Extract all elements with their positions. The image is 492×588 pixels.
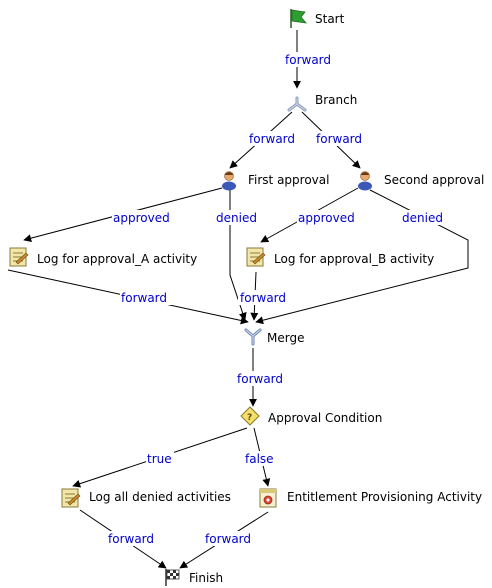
flag-icon: [290, 9, 307, 28]
edge-branch-second-approval[interactable]: forward: [301, 111, 365, 169]
edge-label: forward: [285, 53, 331, 67]
node-entitlement-provisioning[interactable]: Entitlement Provisioning Activity: [259, 488, 482, 508]
edge-branch-first-approval[interactable]: forward: [229, 111, 296, 169]
provisioning-icon: [259, 488, 277, 508]
edge-first-approval-approved[interactable]: approved: [23, 187, 223, 243]
edge-label: forward: [316, 132, 362, 146]
edge-label: denied: [402, 211, 443, 225]
edge-start-branch[interactable]: forward: [284, 30, 332, 89]
node-branch[interactable]: Branch: [287, 93, 357, 112]
node-label: Entitlement Provisioning Activity: [287, 490, 482, 504]
node-label: Second approval: [384, 173, 484, 187]
log-activity-icon: [9, 247, 29, 267]
edge-second-approval-denied[interactable]: denied: [255, 189, 469, 325]
branch-icon: [287, 96, 307, 112]
node-first-approval[interactable]: First approval: [222, 171, 329, 191]
node-label: First approval: [248, 173, 329, 187]
edge-label: forward: [240, 291, 286, 305]
edge-label: forward: [205, 532, 251, 546]
edge-label: approved: [113, 211, 170, 225]
user-icon: [358, 171, 372, 191]
edge-label: false: [245, 452, 274, 466]
condition-diamond-icon: ?: [240, 406, 260, 426]
edge-label: forward: [121, 291, 167, 305]
log-activity-icon: [61, 488, 81, 508]
node-log-denied[interactable]: Log all denied activities: [61, 488, 231, 508]
node-approval-condition[interactable]: ? Approval Condition: [240, 406, 382, 426]
node-log-approval-b[interactable]: Log for approval_B activity: [246, 247, 434, 267]
user-icon: [222, 171, 236, 191]
edge-label: true: [147, 452, 172, 466]
edge-entitlement-finish[interactable]: forward: [179, 511, 269, 569]
edge-label: forward: [108, 532, 154, 546]
edge-log-a-merge[interactable]: forward: [7, 269, 249, 325]
checkered-flag-icon: [165, 569, 180, 586]
node-label: Merge: [267, 331, 304, 345]
node-log-approval-a[interactable]: Log for approval_A activity: [9, 247, 197, 267]
node-merge[interactable]: Merge: [244, 328, 304, 346]
edge-label: forward: [237, 372, 283, 386]
node-label: Finish: [189, 571, 223, 585]
node-start[interactable]: Start: [290, 9, 345, 28]
edge-log-b-merge[interactable]: forward: [238, 271, 290, 321]
node-finish[interactable]: Finish: [165, 569, 223, 586]
node-second-approval[interactable]: Second approval: [358, 171, 484, 191]
edge-label: forward: [249, 132, 295, 146]
log-activity-icon: [246, 247, 266, 267]
svg-text:?: ?: [247, 413, 252, 423]
node-label: Log for approval_B activity: [274, 252, 434, 266]
node-label: Log for approval_A activity: [37, 252, 197, 266]
edge-label: approved: [298, 211, 355, 225]
node-label: Branch: [315, 93, 357, 107]
edge-merge-condition[interactable]: forward: [236, 348, 288, 407]
node-label: Log all denied activities: [89, 490, 231, 504]
node-label: Approval Condition: [268, 411, 382, 425]
edge-second-approval-approved[interactable]: approved: [260, 187, 359, 243]
edge-first-approval-denied[interactable]: denied: [213, 190, 261, 321]
edge-condition-true[interactable]: true: [72, 427, 248, 488]
edge-log-denied-finish[interactable]: forward: [79, 509, 167, 569]
merge-icon: [244, 328, 262, 346]
edge-label: denied: [216, 211, 257, 225]
edge-condition-false[interactable]: false: [244, 427, 278, 487]
node-label: Start: [315, 12, 345, 26]
